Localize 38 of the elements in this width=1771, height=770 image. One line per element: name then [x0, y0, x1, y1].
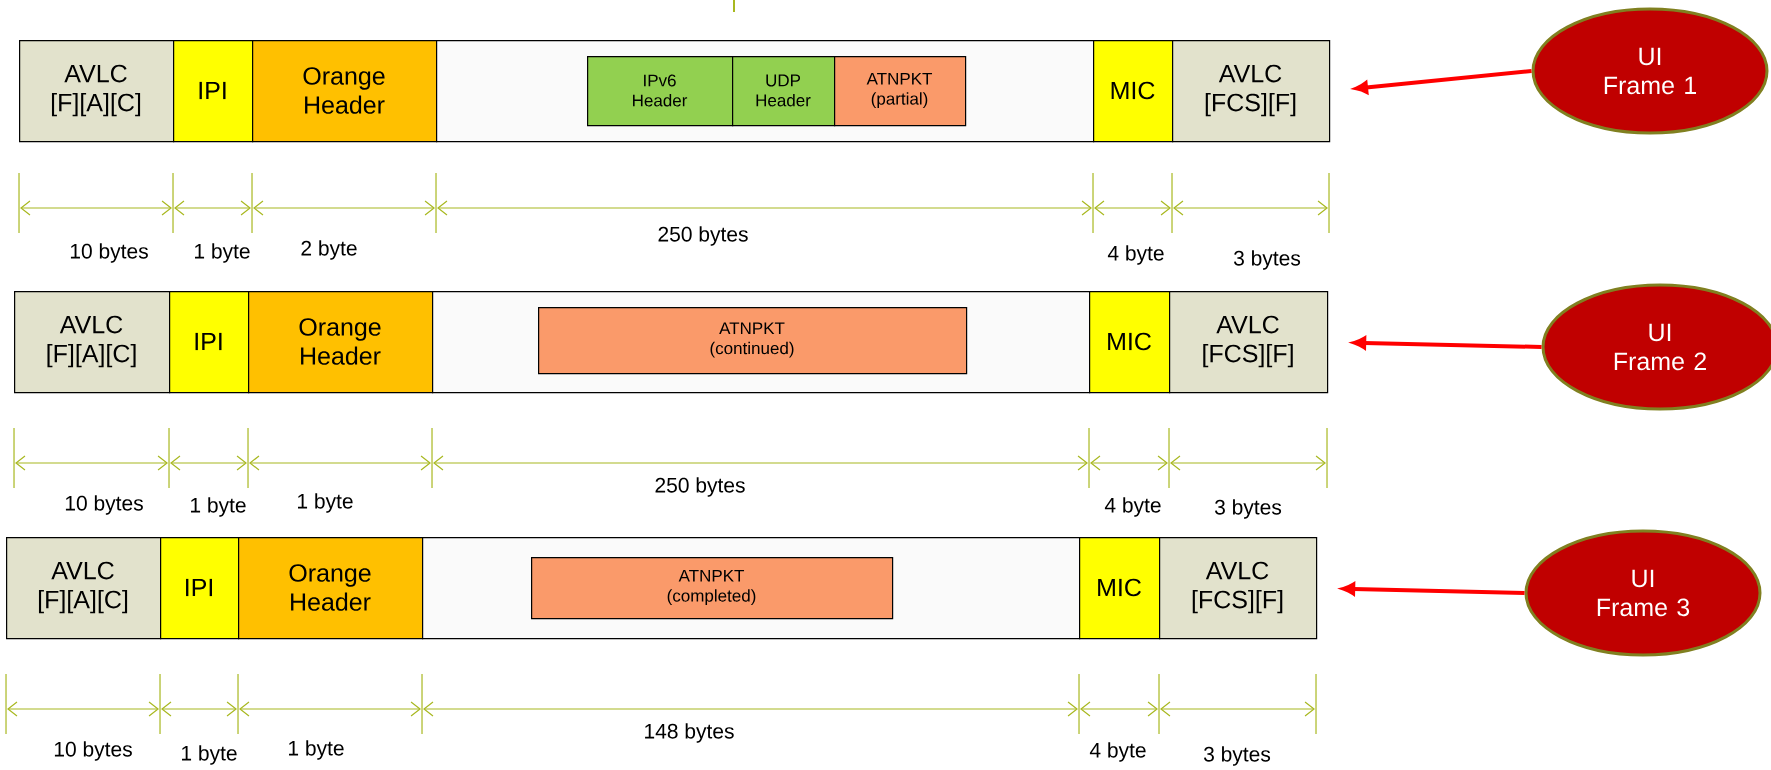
- dimension-label: 1 byte: [182, 745, 237, 765]
- field-box: AVLC [F][A][C]: [14, 291, 171, 394]
- field-box: IPI: [173, 40, 254, 143]
- field-box: Orange Header: [252, 40, 438, 143]
- field-box: IPI: [160, 537, 240, 640]
- packet-box: ATNPKT (completed): [531, 557, 894, 620]
- field-box: AVLC [F][A][C]: [6, 537, 162, 640]
- dimension-label: 3 bytes: [1203, 746, 1271, 766]
- field-box: AVLC [F][A][C]: [19, 40, 175, 143]
- packet-box: ATNPKT (partial): [834, 56, 967, 127]
- dimension-label: 3 bytes: [1214, 499, 1282, 519]
- dimension-label: 10 bytes: [70, 243, 148, 263]
- field-box: AVLC [FCS][F]: [1169, 291, 1329, 394]
- field-box: MIC: [1079, 537, 1161, 640]
- packet-box: ATNPKT (continued): [538, 307, 968, 375]
- field-box: MIC: [1089, 291, 1171, 394]
- field-box: MIC: [1093, 40, 1174, 143]
- dimension-label: 250 bytes: [658, 226, 748, 246]
- dimension-label: 4 byte: [1104, 497, 1161, 517]
- dimension-label: 148 bytes: [645, 723, 734, 743]
- packet-box: IPv6 Header: [587, 56, 734, 127]
- dimension-label: 250 bytes: [655, 477, 745, 497]
- field-box: Orange Header: [248, 291, 434, 394]
- dimension-label: 1 byte: [298, 493, 353, 513]
- field-box: AVLC [FCS][F]: [1159, 537, 1318, 640]
- dimension-label: 1 byte: [191, 497, 246, 517]
- packet-box: UDP Header: [732, 56, 836, 127]
- dimension-label: 4 byte: [1107, 245, 1164, 265]
- dimension-label: 10 bytes: [54, 741, 132, 761]
- dimension-label: 10 bytes: [65, 495, 143, 515]
- dimension-label: 1 byte: [289, 740, 344, 760]
- field-box: Orange Header: [238, 537, 424, 640]
- dimension-label: 2 byte: [301, 240, 357, 260]
- field-box: AVLC [FCS][F]: [1172, 40, 1331, 143]
- dimension-label: 1 byte: [195, 243, 250, 263]
- field-box: IPI: [169, 291, 250, 394]
- dimension-label: 4 byte: [1089, 742, 1146, 762]
- dimension-label: 3 bytes: [1233, 250, 1301, 270]
